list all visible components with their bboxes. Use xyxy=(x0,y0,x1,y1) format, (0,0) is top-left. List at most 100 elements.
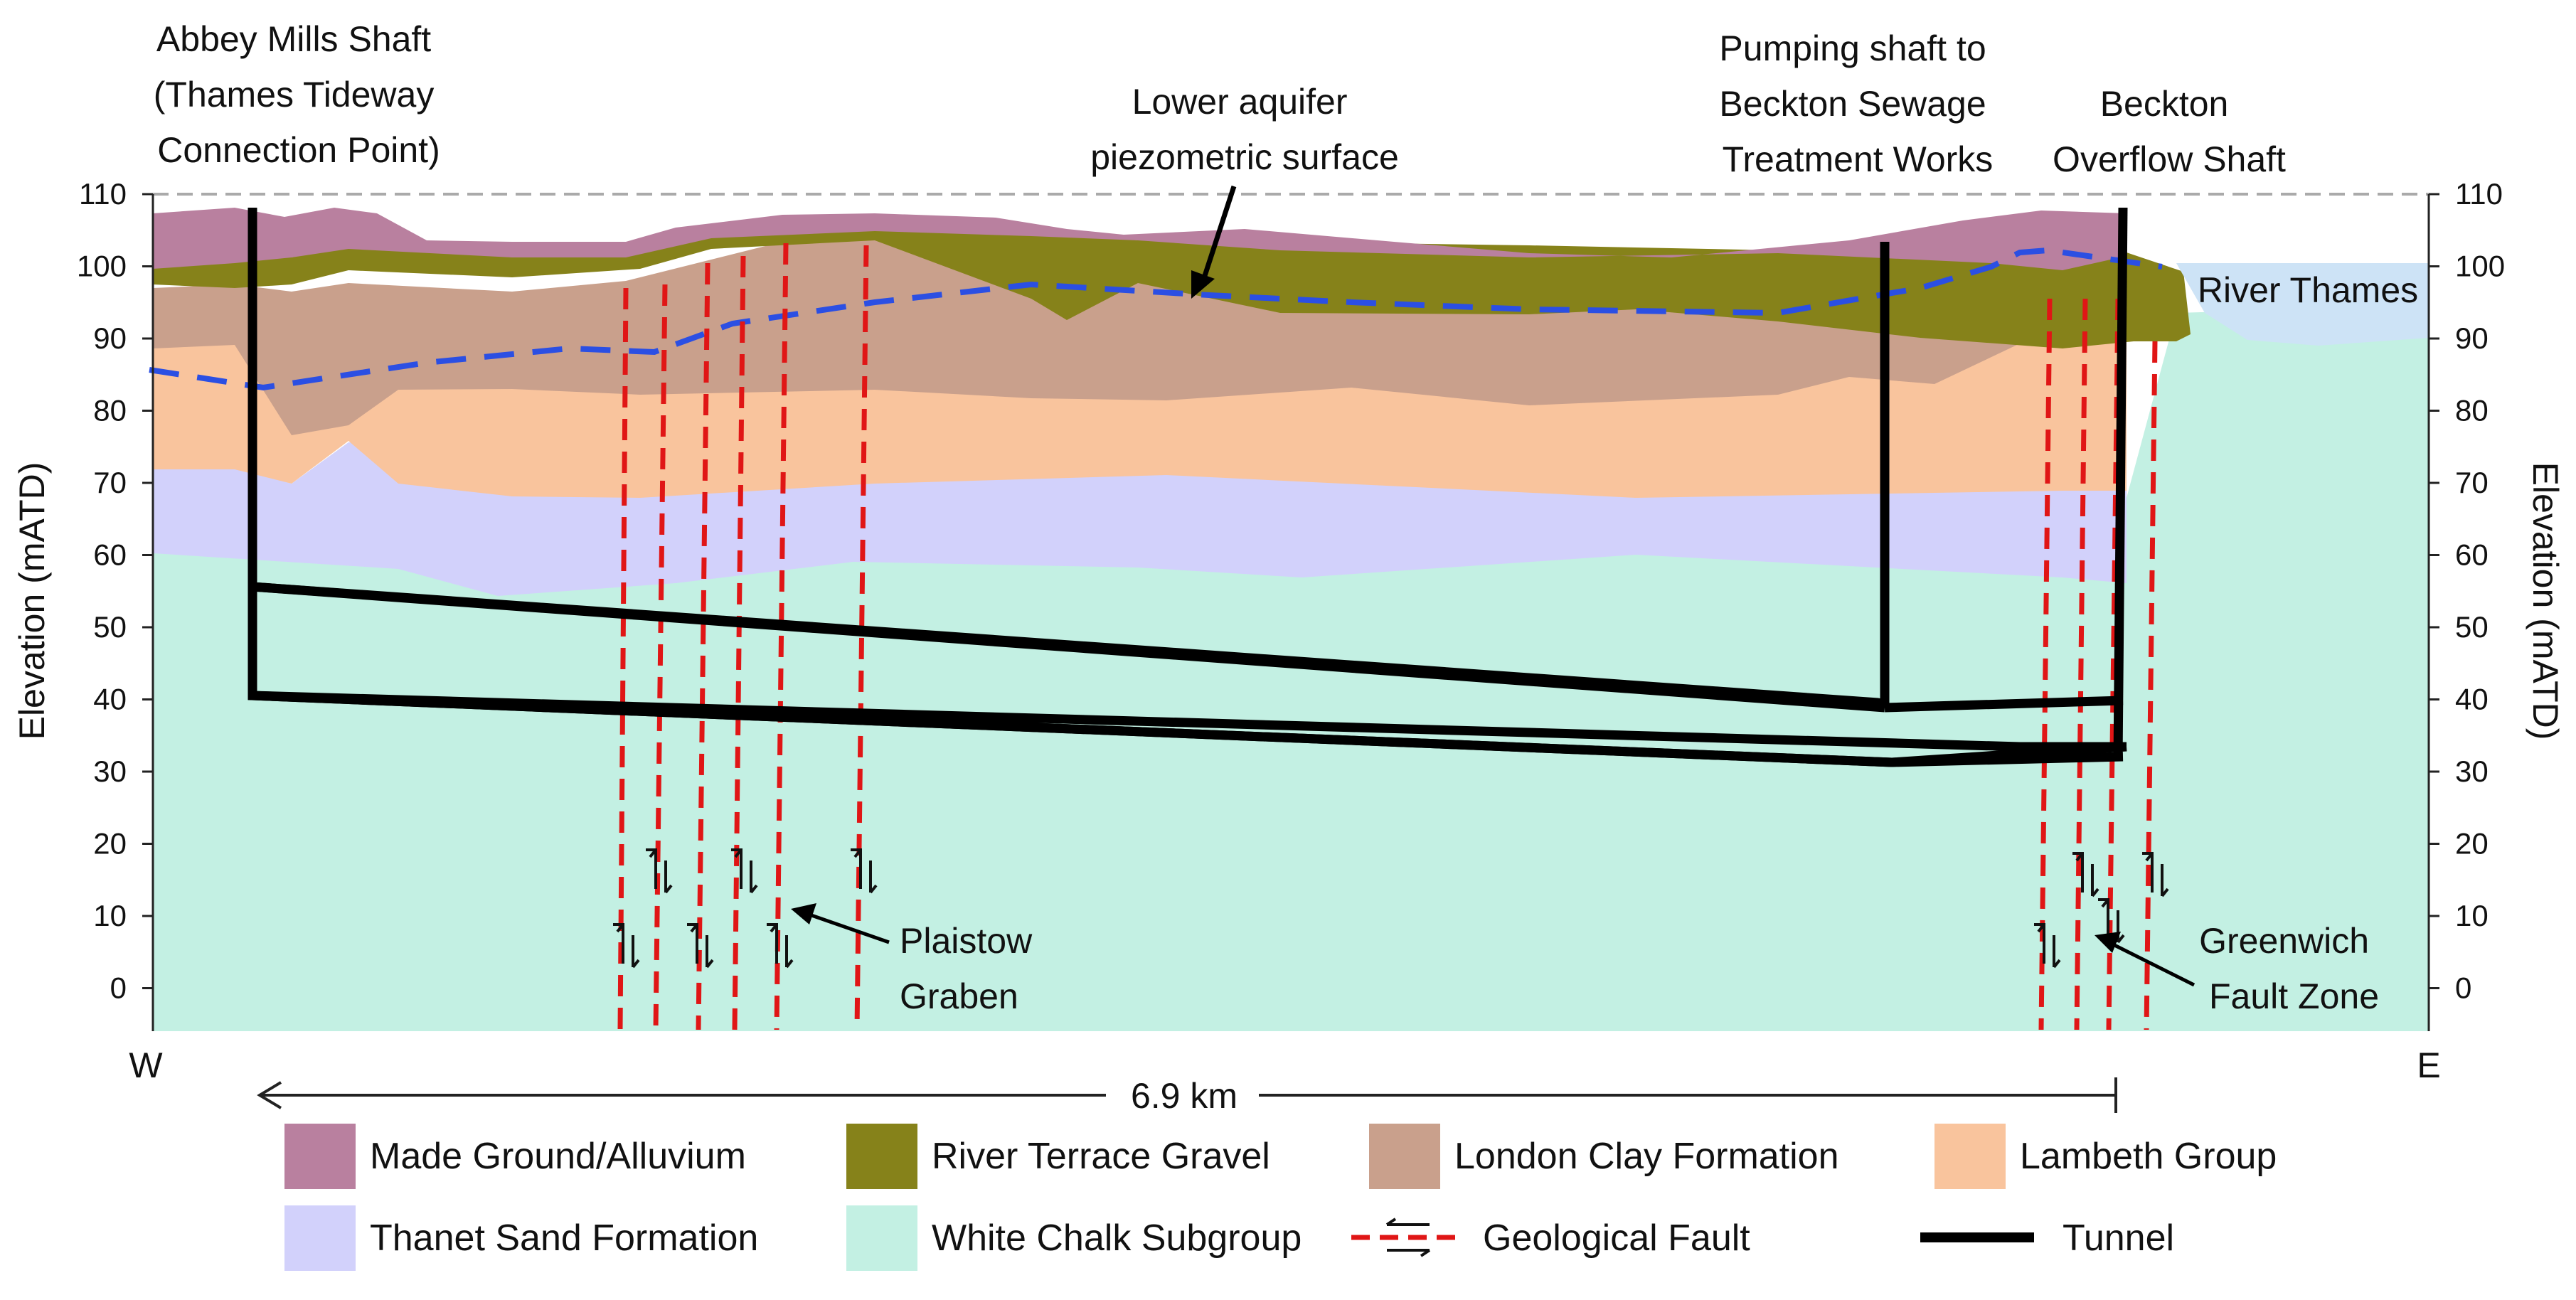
legend-label: Thanet Sand Formation xyxy=(370,1218,758,1259)
left-axis-tick-label: 80 xyxy=(93,394,127,427)
left-axis-tick-label: 110 xyxy=(79,177,127,211)
tunnel-crown xyxy=(252,582,1885,713)
abbey-mills-label: Abbey Mills Shaft (Thames Tideway Connec… xyxy=(154,19,445,170)
legend-label: Made Ground/Alluvium xyxy=(370,1136,746,1177)
displacement-arrow-icon xyxy=(851,848,878,894)
aquifer-pointer-arrow-icon xyxy=(1199,185,1237,286)
river-thames-label: River Thames xyxy=(2198,270,2418,310)
legend-swatch xyxy=(284,1205,356,1271)
fault-line xyxy=(696,262,710,1030)
displacement-arrow-icon xyxy=(2034,923,2061,969)
pumping-shaft-label-line: Beckton Sewage xyxy=(1719,84,1986,124)
plaistow-pointer-arrowhead xyxy=(791,903,816,925)
legend-item-terrace-gravel: River Terrace Gravel xyxy=(846,1124,1270,1189)
river-terrace-gravel-layer xyxy=(153,229,2191,348)
left-axis-tick-label: 60 xyxy=(93,538,127,572)
legend-label: Lambeth Group xyxy=(2020,1136,2277,1177)
beckton-shaft-label-line: Beckton xyxy=(2100,84,2229,124)
fault-line xyxy=(617,287,629,1030)
river-thames-water xyxy=(2176,263,2429,346)
legend-swatch xyxy=(1369,1124,1440,1189)
plaistow-graben-label: Plaistow Graben xyxy=(900,921,1042,1016)
legend-swatch xyxy=(284,1124,356,1189)
right-axis-tick-label: 70 xyxy=(2455,466,2489,499)
fault-line xyxy=(774,243,789,1030)
legend-item-lambeth: Lambeth Group xyxy=(1934,1124,2277,1189)
displacement-arrow-icon xyxy=(2142,852,2169,897)
axis-tick-marks xyxy=(142,193,2439,989)
tunnel-system xyxy=(248,207,2128,767)
tunnel-invert-east xyxy=(1891,752,2124,767)
fault-line xyxy=(2038,298,2053,1030)
made-ground-layer xyxy=(153,208,2127,270)
left-axis-tick-label: 10 xyxy=(93,899,127,932)
beckton-overflow-shaft xyxy=(2113,207,2128,762)
displacement-arrow-icon xyxy=(613,923,640,969)
fault-line xyxy=(653,284,668,1030)
right-axis-tick-label: 10 xyxy=(2455,899,2489,932)
fault-arrow-icon xyxy=(1385,1218,1431,1257)
left-axis-tick-label: 100 xyxy=(77,250,127,283)
fault-line xyxy=(2074,298,2088,1030)
displacement-arrow-icon xyxy=(767,923,794,969)
legend-swatch xyxy=(846,1124,917,1189)
east-label: E xyxy=(2417,1045,2440,1085)
fault-line xyxy=(2106,298,2121,1030)
fault-displacement-arrows xyxy=(613,848,2169,969)
aquifer-label-line: piezometric surface xyxy=(1090,137,1399,177)
left-axis-tick-label: 40 xyxy=(93,683,127,716)
right-axis-tick-label: 30 xyxy=(2455,755,2489,788)
left-axis-tick-label: 90 xyxy=(93,321,127,355)
greenwich-fault-label-line: Fault Zone xyxy=(2209,976,2379,1016)
scale-bar-label: 6.9 km xyxy=(1131,1076,1238,1116)
legend-label: London Clay Formation xyxy=(1454,1136,1839,1177)
right-axis-tick-label: 40 xyxy=(2455,683,2489,716)
scale-bar-arrowhead xyxy=(257,1081,282,1109)
fault-line xyxy=(2144,341,2158,1030)
right-axis-tick-label: 80 xyxy=(2455,394,2489,427)
displacement-arrow-icon xyxy=(2098,898,2125,944)
aquifer-pointer-arrowhead xyxy=(1191,270,1215,299)
right-axis-tick-label: 50 xyxy=(2455,610,2489,644)
left-axis-tick-label: 0 xyxy=(110,971,127,1005)
strata-group xyxy=(153,208,2429,1031)
legend: Made Ground/Alluvium River Terrace Gravel… xyxy=(284,1124,2277,1271)
right-axis-tick-label: 20 xyxy=(2455,827,2489,861)
beckton-shaft-label-line: Overflow Shaft xyxy=(2053,139,2286,179)
beckton-shaft-label: Beckton Overflow Shaft xyxy=(2053,84,2286,179)
white-chalk-layer xyxy=(153,306,2429,1031)
abbey-mills-label-line: Abbey Mills Shaft xyxy=(156,19,431,59)
pumping-shaft-label-line: Pumping shaft to xyxy=(1719,28,1986,68)
plaistow-graben-label-line: Graben xyxy=(900,976,1018,1016)
legend-item-tunnel: Tunnel xyxy=(1920,1218,2174,1259)
greenwich-fault-label: Greenwich Fault Zone xyxy=(2199,921,2379,1016)
legend-label: Tunnel xyxy=(2063,1218,2174,1259)
left-axis-tick-label: 30 xyxy=(93,755,127,788)
tunnel-invert xyxy=(252,691,1893,767)
legend-swatch xyxy=(1934,1124,2006,1189)
left-axis-tick-label: 50 xyxy=(93,610,127,644)
displacement-arrow-icon xyxy=(731,848,758,894)
legend-swatch xyxy=(846,1205,917,1271)
plaistow-pointer-arrow-icon xyxy=(807,912,890,944)
displacement-arrow-icon xyxy=(646,848,673,894)
aquifer-label: Lower aquifer piezometric surface xyxy=(1090,82,1399,177)
legend-item-chalk: White Chalk Subgroup xyxy=(846,1205,1302,1271)
pumping-connection xyxy=(1884,696,2124,713)
legend-label: River Terrace Gravel xyxy=(932,1136,1270,1177)
plaistow-graben-faults xyxy=(617,243,869,1030)
plaistow-graben-label-line: Plaistow xyxy=(900,921,1033,961)
right-axis-title: Elevation (mATD) xyxy=(2526,462,2565,740)
left-axis-tick-label: 20 xyxy=(93,827,127,861)
abbey-mills-label-line: Connection Point) xyxy=(157,130,440,170)
legend-label: White Chalk Subgroup xyxy=(932,1218,1302,1259)
pumping-shaft-label: Pumping shaft to Beckton Sewage Treatmen… xyxy=(1719,28,1996,179)
right-axis-tick-label: 110 xyxy=(2455,177,2503,211)
aquifer-label-line: Lower aquifer xyxy=(1132,82,1348,122)
legend-item-thanet: Thanet Sand Formation xyxy=(284,1205,758,1271)
right-axis-tick-label: 90 xyxy=(2455,321,2489,355)
legend-item-fault: Geological Fault xyxy=(1351,1218,1750,1259)
plot-frame xyxy=(151,193,2430,1031)
